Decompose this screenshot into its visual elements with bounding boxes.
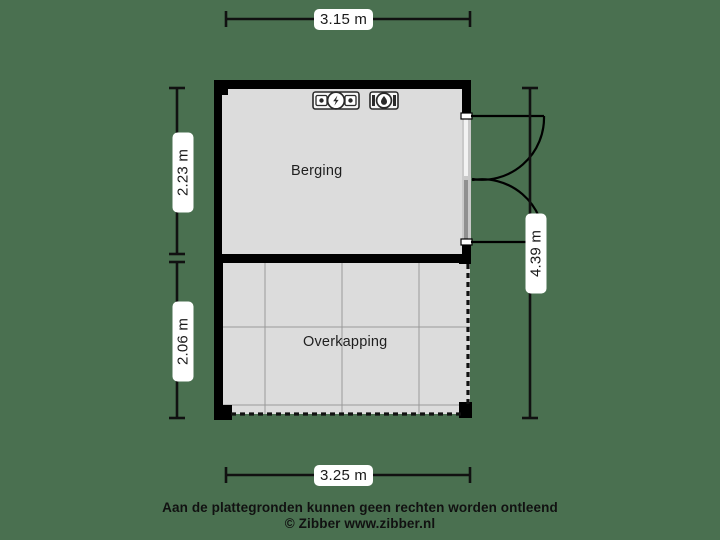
room-label-overkapping: Overkapping <box>303 334 388 350</box>
building-walls <box>214 80 472 420</box>
room-fill-berging <box>228 88 462 254</box>
fixture-electrical-meter <box>312 91 360 110</box>
dimension-label-bottom: 3.25 m <box>314 465 374 486</box>
dimension-label-left-upper: 2.23 m <box>172 132 194 213</box>
room-fill-berging-notch <box>222 94 232 254</box>
overkapping-tile-grid <box>222 262 470 414</box>
door-opening-frame <box>460 112 473 246</box>
fixture-water-meter <box>369 91 399 110</box>
overkapping-open-edges <box>231 264 470 416</box>
dimension-label-right: 4.39 m <box>525 213 547 294</box>
dimension-label-top: 3.15 m <box>314 9 374 30</box>
dimension-label-left-lower: 2.06 m <box>172 301 194 382</box>
room-label-berging: Berging <box>291 163 343 179</box>
footer-copyright: © Zibber www.zibber.nl <box>284 516 436 531</box>
room-fill-overkapping <box>222 262 470 414</box>
footer-disclaimer: Aan de plattegronden kunnen geen rechten… <box>162 500 558 515</box>
